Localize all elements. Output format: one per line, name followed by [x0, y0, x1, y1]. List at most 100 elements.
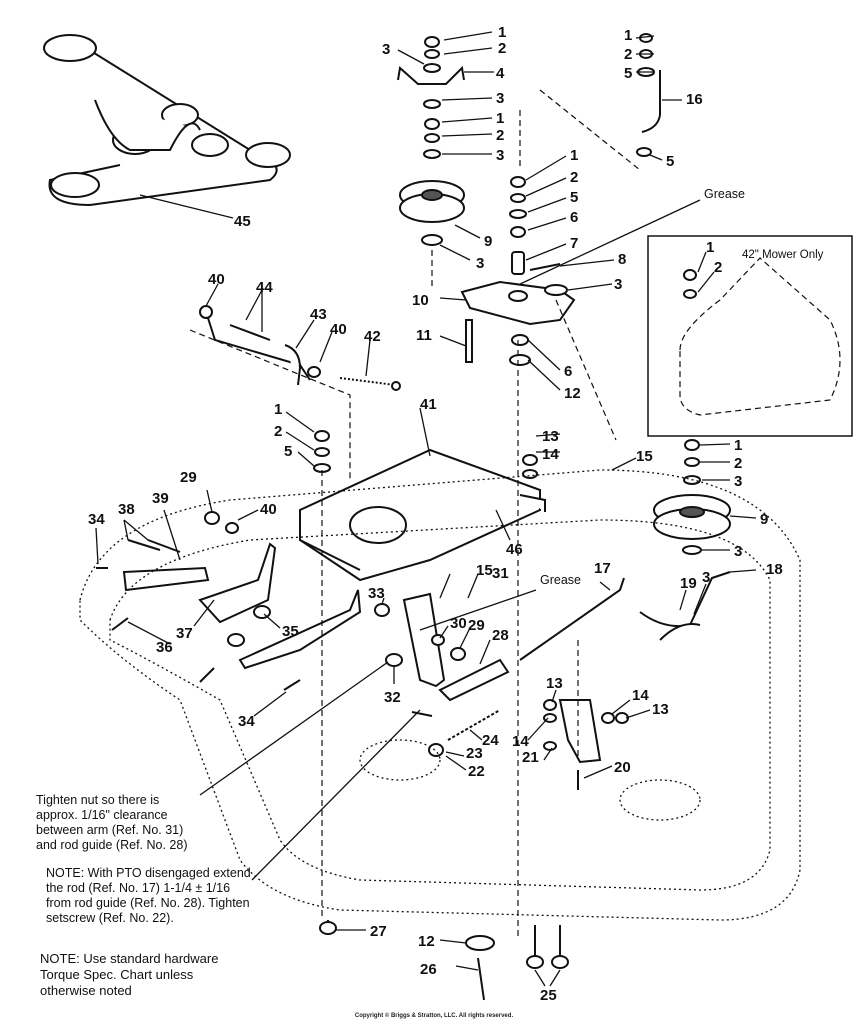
grease-label: Grease	[704, 187, 745, 201]
callout: 2	[734, 455, 742, 472]
callout: 28	[492, 627, 509, 644]
leader-lines	[95, 31, 757, 987]
inset-42-mower	[647, 235, 853, 437]
callout: 39	[152, 490, 169, 507]
callout: 2	[624, 46, 632, 63]
callout: 2	[496, 127, 504, 144]
callout: 26	[420, 961, 437, 978]
callout: 3	[496, 90, 504, 107]
callout: 11	[416, 327, 432, 344]
callout: 5	[284, 443, 292, 460]
callout: 32	[384, 689, 401, 706]
callout: 35	[282, 623, 299, 640]
callout: 36	[156, 639, 173, 656]
callout: 22	[468, 763, 485, 780]
callout: 15	[636, 448, 653, 465]
callout: 16	[686, 91, 703, 108]
callout: 5	[570, 189, 578, 206]
callout: 45	[234, 213, 251, 230]
callout: 13	[542, 428, 559, 445]
callout-numbers: 1 2 3 4 3 1 2 3 1 2 5 16 5 1 2 5 6 7 9 3…	[88, 24, 824, 1004]
callout: 30	[450, 615, 467, 632]
callout: 2	[274, 423, 282, 440]
callout: 3	[382, 41, 390, 58]
callout: 13	[652, 701, 669, 718]
callout: 24	[482, 732, 499, 749]
callout: 21	[522, 749, 539, 766]
callout: 1	[624, 27, 632, 44]
note-pto: NOTE: With PTO disengaged extend the rod…	[46, 866, 251, 925]
callout: 9	[484, 233, 492, 250]
callout: 2	[570, 169, 578, 186]
callout: 20	[614, 759, 631, 776]
copyright: Copyright © Briggs & Stratton, LLC. All …	[354, 1013, 514, 1019]
callout: 3	[702, 569, 710, 586]
callout: 23	[466, 745, 483, 762]
callout: 18	[766, 561, 783, 578]
callout: 3	[734, 543, 742, 560]
callout: 1	[706, 239, 714, 256]
callout: 10	[412, 292, 429, 309]
note-tighten-nut: Tighten nut so there is approx. 1/16" cl…	[36, 793, 188, 852]
callout: 25	[540, 987, 557, 1004]
note-hardware: NOTE: Use standard hardware Torque Spec.…	[40, 951, 219, 998]
mower-42-label: 42" Mower Only	[742, 249, 824, 261]
callout: 15	[476, 562, 493, 579]
callout: 44	[256, 279, 273, 296]
callout: 43	[310, 306, 327, 323]
callout: 7	[570, 235, 578, 252]
callout: 3	[614, 276, 622, 293]
callout: 5	[624, 65, 632, 82]
callout: 2	[714, 259, 722, 276]
callout: 29	[180, 469, 197, 486]
callout: 14	[512, 733, 529, 750]
callout: 6	[570, 209, 578, 226]
callout: 29	[468, 617, 485, 634]
callout: 13	[546, 675, 563, 692]
mower-deck	[79, 469, 801, 921]
callout: 31	[492, 565, 509, 582]
callout: 3	[496, 147, 504, 164]
callout: 42	[364, 328, 381, 345]
callout: 34	[238, 713, 255, 730]
callout: 5	[666, 153, 674, 170]
spindle-stack-top	[397, 36, 465, 246]
callout: 12	[564, 385, 581, 402]
callout: 14	[632, 687, 649, 704]
callout: 1	[570, 147, 578, 164]
belt-assembly	[43, 34, 291, 207]
callout: 40	[330, 321, 347, 338]
callout: 2	[498, 40, 506, 57]
mounting-bracket	[299, 448, 546, 582]
link-rod-assembly	[199, 305, 401, 391]
callout: 9	[760, 511, 768, 528]
idler-arm-assembly	[460, 176, 576, 366]
callout: 33	[368, 585, 385, 602]
callout: 1	[734, 437, 742, 454]
spindle-stack-right	[636, 33, 661, 157]
callout: 3	[476, 255, 484, 272]
grease-label: Grease	[540, 573, 581, 587]
callout: 8	[618, 251, 626, 268]
pto-lever-assembly	[374, 571, 731, 717]
callout: 17	[594, 560, 611, 577]
bottom-hardware	[319, 920, 569, 1001]
rod-guide-assembly	[543, 699, 629, 790]
callout: 3	[734, 473, 742, 490]
callout: 27	[370, 923, 387, 940]
callout: 6	[564, 363, 572, 380]
callout: 1	[498, 24, 506, 41]
callout: 1	[274, 401, 282, 418]
callout: 37	[176, 625, 193, 642]
callout: 12	[418, 933, 435, 950]
callout: 46	[506, 541, 523, 558]
spring-assembly	[428, 709, 501, 757]
pulley-stack-right	[653, 439, 731, 555]
left-hardware-stack	[313, 430, 538, 479]
callout: 34	[88, 511, 105, 528]
callout: 40	[260, 501, 277, 518]
callout: 38	[118, 501, 135, 518]
callout: 19	[680, 575, 697, 592]
callout: 4	[496, 65, 505, 82]
